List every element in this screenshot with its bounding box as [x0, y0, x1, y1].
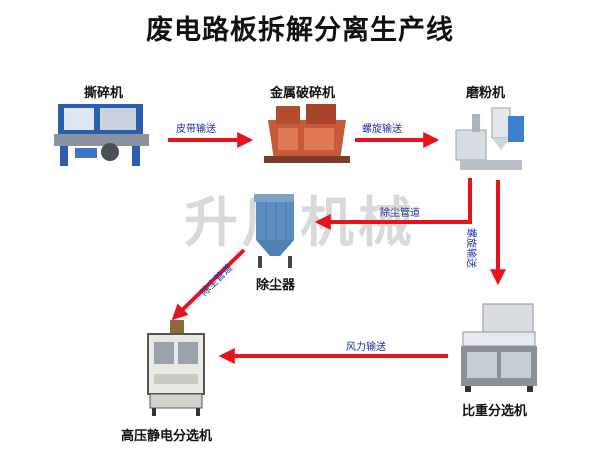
electrostatic-separator-image	[147, 320, 205, 416]
label-electrostatic-separator: 高压静电分选机	[121, 429, 213, 444]
diagram-title: 废电路板拆解分离生产线	[146, 15, 454, 46]
conveyor-wind-label: 风力输送	[346, 342, 386, 353]
mill-image	[455, 107, 524, 170]
label-shredder: 撕碎机	[84, 86, 124, 101]
label-mill: 磨粉机	[466, 86, 506, 101]
dust-collector-image	[254, 194, 294, 268]
arrow-dust-pipe-1	[314, 178, 472, 230]
label-gravity-separator: 比重分选机	[462, 404, 528, 419]
arrow-dust-pipe-2	[171, 248, 246, 321]
conveyor-screw-2-label: 螺旋输送	[465, 228, 476, 268]
label-metal-crusher: 金属破碎机	[270, 86, 336, 101]
conveyor-dust-pipe-1-label: 除尘管道	[380, 208, 420, 219]
shredder-image	[54, 104, 149, 166]
conveyor-screw-1-label: 螺旋输送	[362, 124, 402, 135]
label-dust-collector: 除尘器	[256, 278, 296, 293]
gravity-separator-image	[461, 303, 537, 392]
conveyor-belt-label: 皮带输送	[176, 124, 216, 135]
metal-crusher-image	[264, 104, 350, 163]
